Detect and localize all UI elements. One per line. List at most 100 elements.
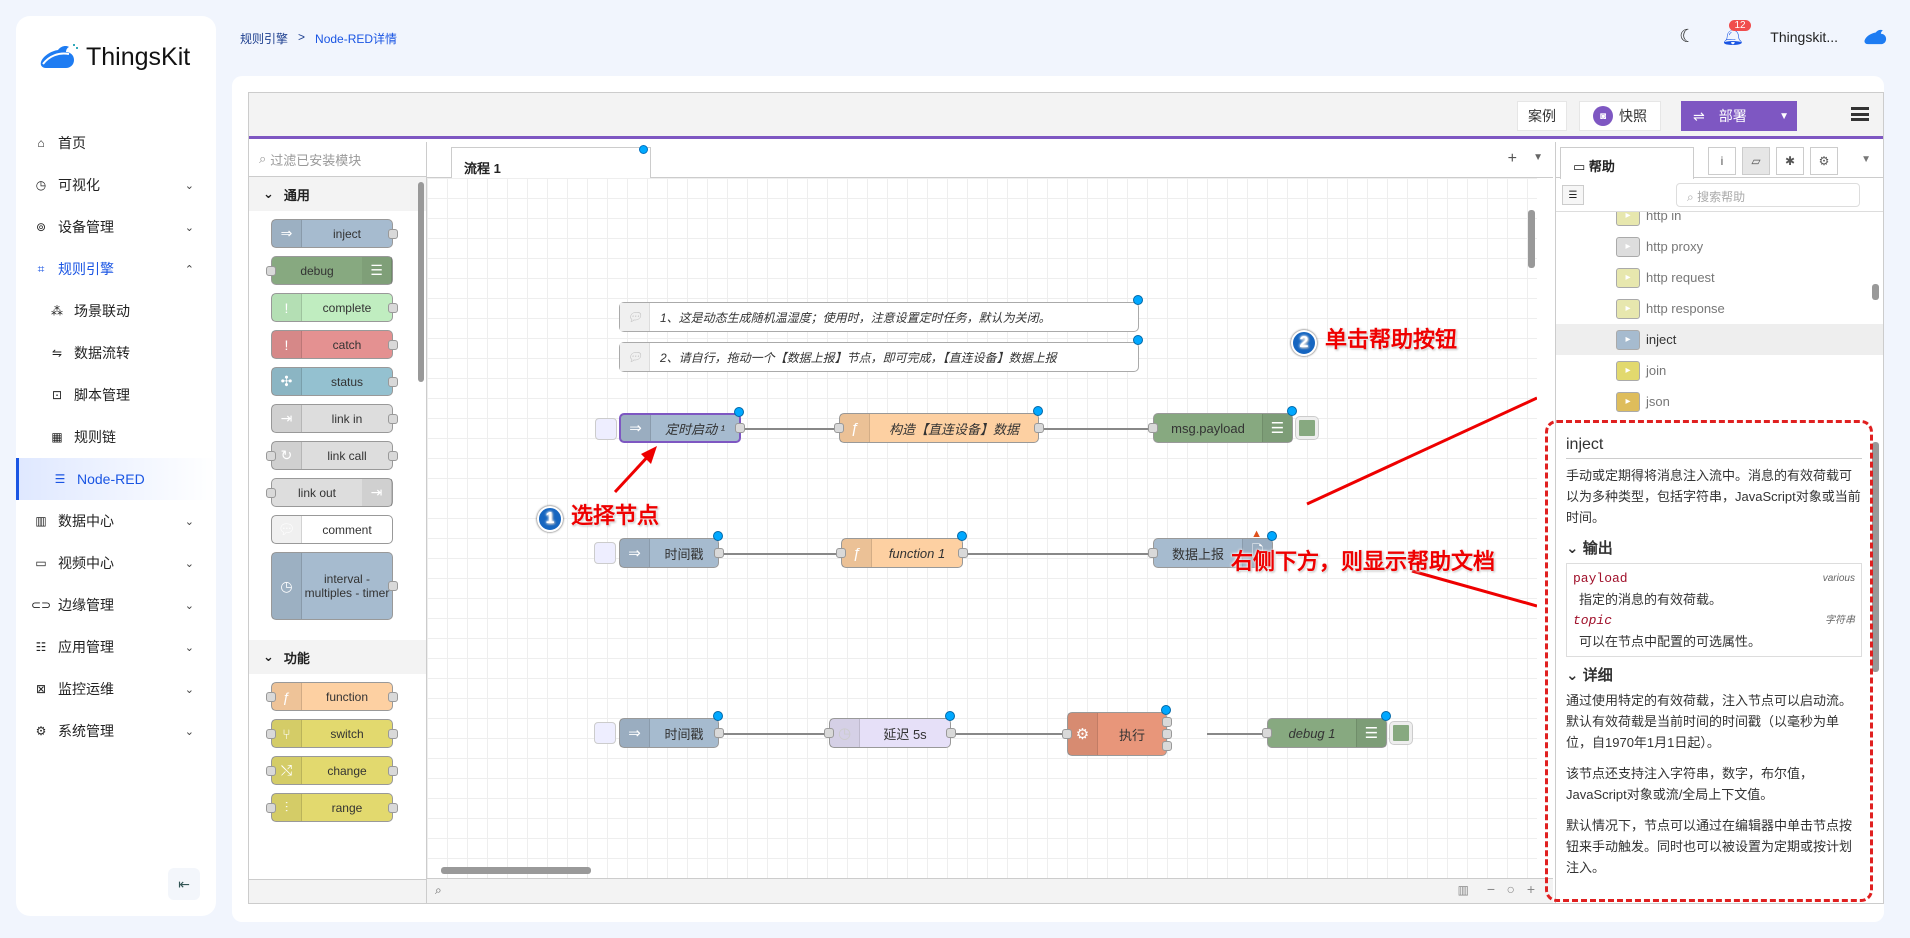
zoom-in-icon[interactable]: +	[1526, 881, 1535, 897]
palette-node[interactable]: !complete	[271, 293, 398, 322]
toc-toggle-button[interactable]: ☰	[1562, 185, 1584, 205]
comment-node[interactable]: 💬︎2、请自行，拖动一个【数据上报】节点，即可完成，【直连设备】数据上报	[619, 335, 1143, 372]
details-section[interactable]: ⌄ 详细	[1566, 665, 1862, 686]
menu-icon[interactable]	[1851, 107, 1869, 121]
sidebar-item-9[interactable]: ▥数据中心⌄	[16, 500, 216, 542]
inject-trigger-button[interactable]	[594, 542, 616, 564]
tab-help[interactable]: ▭ 帮助	[1560, 147, 1694, 179]
tab-dropdown-icon[interactable]: ▼	[1533, 152, 1543, 163]
input-port[interactable]	[1262, 728, 1272, 738]
sidebar-item-8[interactable]: ☰Node-RED	[16, 458, 216, 500]
sidebar-item-10[interactable]: ▭视频中心⌄	[16, 542, 216, 584]
palette-search[interactable]: ⌕过滤已安装模块	[249, 142, 426, 177]
help-list-item[interactable]: ▸http proxy	[1556, 231, 1883, 262]
delay-node[interactable]: ◷延迟 5s	[824, 711, 956, 748]
help-list-item[interactable]: ▸json	[1556, 386, 1883, 412]
input-port[interactable]	[1148, 423, 1158, 433]
notification-button[interactable]: 🔔︎ 12	[1721, 20, 1751, 47]
help-button[interactable]: ▱	[1742, 147, 1770, 175]
palette-node[interactable]: link out⇥	[266, 478, 393, 507]
moon-icon[interactable]: ☾	[1679, 26, 1696, 46]
sidebar-item-11[interactable]: ⊂⊃边缘管理⌄	[16, 584, 216, 626]
collapse-sidebar-button[interactable]: ⇤	[168, 868, 200, 900]
input-port[interactable]	[1062, 729, 1072, 739]
output-port[interactable]	[714, 548, 724, 558]
deploy-button[interactable]: ⇌部署▼	[1681, 101, 1797, 131]
user-name[interactable]: Thingskit...	[1770, 28, 1838, 45]
inject-node-selected[interactable]: ⇒定时启动 ¹	[595, 407, 745, 443]
palette-node[interactable]: !catch	[271, 330, 398, 359]
sidebar-item-13[interactable]: ⊠监控运维⌄	[16, 668, 216, 710]
comment-node[interactable]: 💬︎1、这是动态生成随机温湿度；使用时，注意设置定时任务，默认为关闭。	[619, 295, 1143, 332]
logo[interactable]: ThingsKit	[40, 42, 190, 72]
input-port[interactable]	[1148, 548, 1158, 558]
zoom-out-icon[interactable]: −	[1486, 881, 1495, 897]
input-port[interactable]	[834, 423, 844, 433]
input-port[interactable]	[824, 728, 834, 738]
palette-node[interactable]: ✣status	[271, 367, 398, 396]
inject-trigger-button[interactable]	[594, 722, 616, 744]
help-list-scrollbar[interactable]	[1872, 284, 1879, 300]
output-port[interactable]	[958, 548, 968, 558]
sidebar-item-4[interactable]: ⁂场景联动	[16, 290, 216, 332]
debug-node[interactable]: debug 1☰	[1262, 711, 1413, 748]
palette-node[interactable]: ⇒inject	[271, 219, 398, 248]
sidebar-item-1[interactable]: ◷可视化⌄	[16, 164, 216, 206]
inject-node[interactable]: ⇒时间戳	[594, 711, 724, 748]
breadcrumb-item[interactable]: 规则引擎	[240, 32, 289, 46]
debug-node[interactable]: msg.payload☰	[1148, 406, 1319, 443]
sidebar-item-3[interactable]: ⌗规则引擎⌃	[16, 248, 216, 290]
palette-node[interactable]: ⑂switch	[266, 719, 398, 748]
canvas-horizontal-scrollbar[interactable]	[441, 867, 591, 874]
palette-category-function[interactable]: ⌄功能	[249, 640, 426, 674]
inject-node[interactable]: ⇒时间戳	[594, 531, 724, 568]
help-search-input[interactable]: ⌕ 搜索帮助	[1676, 183, 1860, 207]
palette-node[interactable]: ↻link call	[266, 441, 398, 470]
sidebar-item-5[interactable]: ⇋数据流转	[16, 332, 216, 374]
help-list-item[interactable]: ▸inject	[1556, 324, 1883, 355]
data-report-node[interactable]: 数据上报🗋︎▲	[1148, 528, 1277, 568]
palette-node[interactable]: debug☰	[266, 256, 393, 285]
palette-category-common[interactable]: ⌄通用	[249, 177, 426, 211]
examples-button[interactable]: 案例	[1517, 101, 1567, 131]
palette-node[interactable]: 💬︎comment	[271, 515, 393, 544]
flow-canvas[interactable]: 💬︎1、这是动态生成随机温湿度；使用时，注意设置定时任务，默认为关闭。 💬︎2、…	[427, 178, 1537, 878]
help-list-item[interactable]: ▸http in	[1556, 212, 1883, 231]
debug-toggle-button[interactable]	[1295, 416, 1319, 440]
sidebar-item-14[interactable]: ⚙系统管理⌄	[16, 710, 216, 752]
sidebar-item-12[interactable]: ☷应用管理⌄	[16, 626, 216, 668]
zoom-reset-icon[interactable]: ○	[1506, 881, 1515, 897]
output-port[interactable]	[1162, 741, 1172, 751]
tab-flow-1[interactable]: 流程 1	[451, 145, 651, 179]
palette-node[interactable]: ◷interval - multiples - timer	[271, 552, 398, 620]
output-port[interactable]	[714, 728, 724, 738]
config-button[interactable]: ⚙	[1810, 147, 1838, 175]
help-list-item[interactable]: ▸http response	[1556, 293, 1883, 324]
outputs-section[interactable]: ⌄ 输出	[1566, 538, 1862, 559]
palette-node[interactable]: ⤭change	[266, 756, 398, 785]
inject-trigger-button[interactable]	[595, 418, 617, 440]
user-avatar-icon[interactable]	[1864, 27, 1890, 47]
exec-node[interactable]: ⚙执行	[1062, 705, 1172, 756]
add-tab-icon[interactable]: +	[1507, 150, 1517, 167]
palette-node[interactable]: ⫶range	[266, 793, 398, 822]
map-icon[interactable]: ▥	[1457, 883, 1469, 897]
debug-toggle-button[interactable]	[1389, 721, 1413, 745]
search-icon[interactable]: ⌕	[435, 883, 442, 897]
output-port[interactable]	[946, 728, 956, 738]
output-port[interactable]	[735, 423, 745, 433]
sidebar-dropdown-icon[interactable]: ▼	[1861, 154, 1871, 165]
palette-node[interactable]: ⇥link in	[271, 404, 398, 433]
help-list-item[interactable]: ▸http request	[1556, 262, 1883, 293]
canvas-vertical-scrollbar[interactable]	[1528, 210, 1535, 268]
help-list-item[interactable]: ▸join	[1556, 355, 1883, 386]
sidebar-item-2[interactable]: ⊚设备管理⌄	[16, 206, 216, 248]
sidebar-item-7[interactable]: ▦规则链	[16, 416, 216, 458]
snapshot-button[interactable]: ◙快照	[1579, 101, 1661, 131]
info-button[interactable]: i	[1708, 147, 1736, 175]
debug-button[interactable]: ✱	[1776, 147, 1804, 175]
output-port[interactable]	[1162, 729, 1172, 739]
